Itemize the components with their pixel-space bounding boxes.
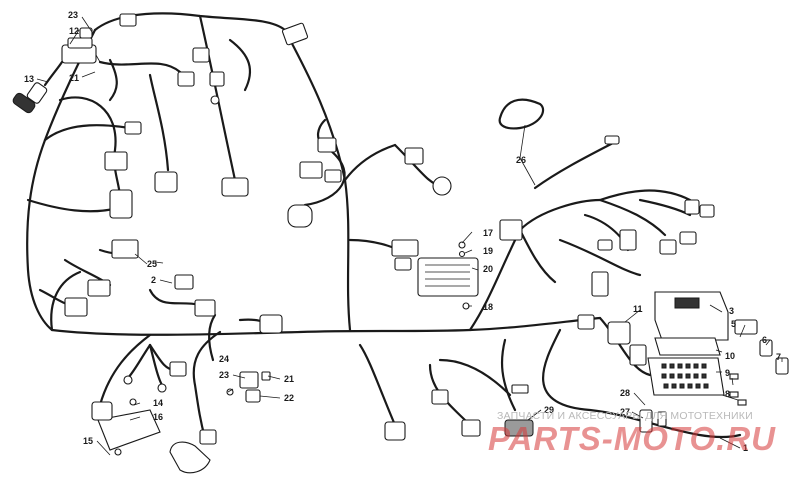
fuse-box-assembly	[647, 291, 789, 406]
callout-26: 26	[516, 155, 526, 165]
connector	[679, 231, 697, 245]
connector	[124, 121, 142, 135]
watermark-caption: ЗАПЧАСТИ И АКСЕССУАРЫ ДЛЯ МОТОТЕХНИКИ	[497, 410, 753, 422]
ring-terminal	[157, 383, 167, 393]
ring-terminal	[210, 95, 220, 105]
connector	[169, 361, 187, 377]
connector	[317, 137, 337, 153]
watermark: ЗАПЧАСТИ И АКСЕССУАРЫ ДЛЯ МОТОТЕХНИКИ PA…	[488, 410, 776, 457]
callout-24: 24	[219, 354, 229, 364]
callout-23-lower: 23	[219, 370, 229, 380]
cable-tie	[498, 98, 620, 190]
connector	[659, 239, 677, 255]
connector	[432, 176, 452, 196]
callout-19: 19	[483, 246, 493, 256]
connector	[591, 271, 609, 297]
callout-21-lower: 21	[284, 374, 294, 384]
connector	[607, 321, 631, 345]
connector	[384, 421, 406, 441]
callout-22: 22	[284, 393, 294, 403]
callout-13: 13	[24, 74, 34, 84]
connector	[154, 171, 178, 193]
connector	[221, 177, 249, 197]
relay-bracket	[226, 371, 271, 403]
callout-3: 3	[729, 306, 734, 316]
connector	[597, 239, 613, 251]
callout-8: 8	[725, 389, 730, 399]
connector	[87, 279, 111, 297]
connector	[194, 299, 216, 317]
connector	[629, 344, 647, 366]
connector	[461, 419, 481, 437]
connector	[404, 147, 424, 165]
callout-10: 10	[725, 351, 735, 361]
fuse-holder	[639, 409, 667, 433]
callout-18: 18	[483, 302, 493, 312]
callout-6: 6	[762, 335, 767, 345]
callout-21: 21	[69, 73, 79, 83]
callout-7: 7	[776, 352, 781, 362]
callout-15: 15	[83, 436, 93, 446]
callout-27: 27	[620, 407, 630, 417]
connector	[287, 204, 313, 228]
connector	[119, 13, 137, 27]
connector	[699, 204, 715, 218]
callout-11: 11	[633, 304, 643, 314]
connector	[281, 22, 309, 46]
ring-terminal	[123, 375, 133, 385]
connector	[177, 71, 195, 87]
connector	[394, 257, 412, 271]
callout-5: 5	[731, 319, 736, 329]
connector	[299, 161, 323, 179]
ignition-coil	[61, 27, 101, 64]
module-bracket	[91, 398, 161, 456]
fuse-grid	[661, 363, 709, 389]
callout-28: 28	[620, 388, 630, 398]
callout-25: 25	[147, 259, 157, 269]
connector	[109, 189, 133, 219]
connector	[111, 239, 139, 259]
callout-1: 1	[743, 443, 748, 453]
connector	[104, 151, 128, 171]
watermark-logo: PARTS-MOTO.RU	[488, 420, 776, 457]
callout-14: 14	[153, 398, 163, 408]
callout-16: 16	[153, 412, 163, 422]
connector	[209, 71, 225, 87]
callout-2: 2	[151, 275, 156, 285]
callout-12: 12	[69, 26, 79, 36]
connector	[64, 297, 88, 317]
callout-29: 29	[544, 405, 554, 415]
connector	[259, 314, 283, 334]
connector	[324, 169, 342, 183]
connector	[619, 229, 637, 251]
harness-sheath	[504, 384, 534, 437]
connector	[199, 429, 217, 445]
callout-20: 20	[483, 264, 493, 274]
callout-9: 9	[725, 368, 730, 378]
callout-17: 17	[483, 228, 493, 238]
leader-lines	[36, 16, 783, 456]
sensor	[169, 441, 211, 474]
connector	[499, 219, 523, 241]
connector	[431, 389, 449, 405]
callout-labels: 23 12 13 21 25 2 14 16 15 24 23 21 22 17…	[24, 10, 781, 453]
connector	[577, 314, 595, 330]
connector	[684, 199, 700, 215]
connector	[174, 274, 194, 290]
connectors	[12, 13, 715, 445]
voltage-regulator	[417, 241, 479, 310]
callout-23: 23	[68, 10, 78, 20]
connector	[192, 47, 210, 63]
spark-plug-cap	[12, 60, 64, 114]
harness-wires	[26, 12, 742, 440]
connector	[391, 239, 419, 257]
